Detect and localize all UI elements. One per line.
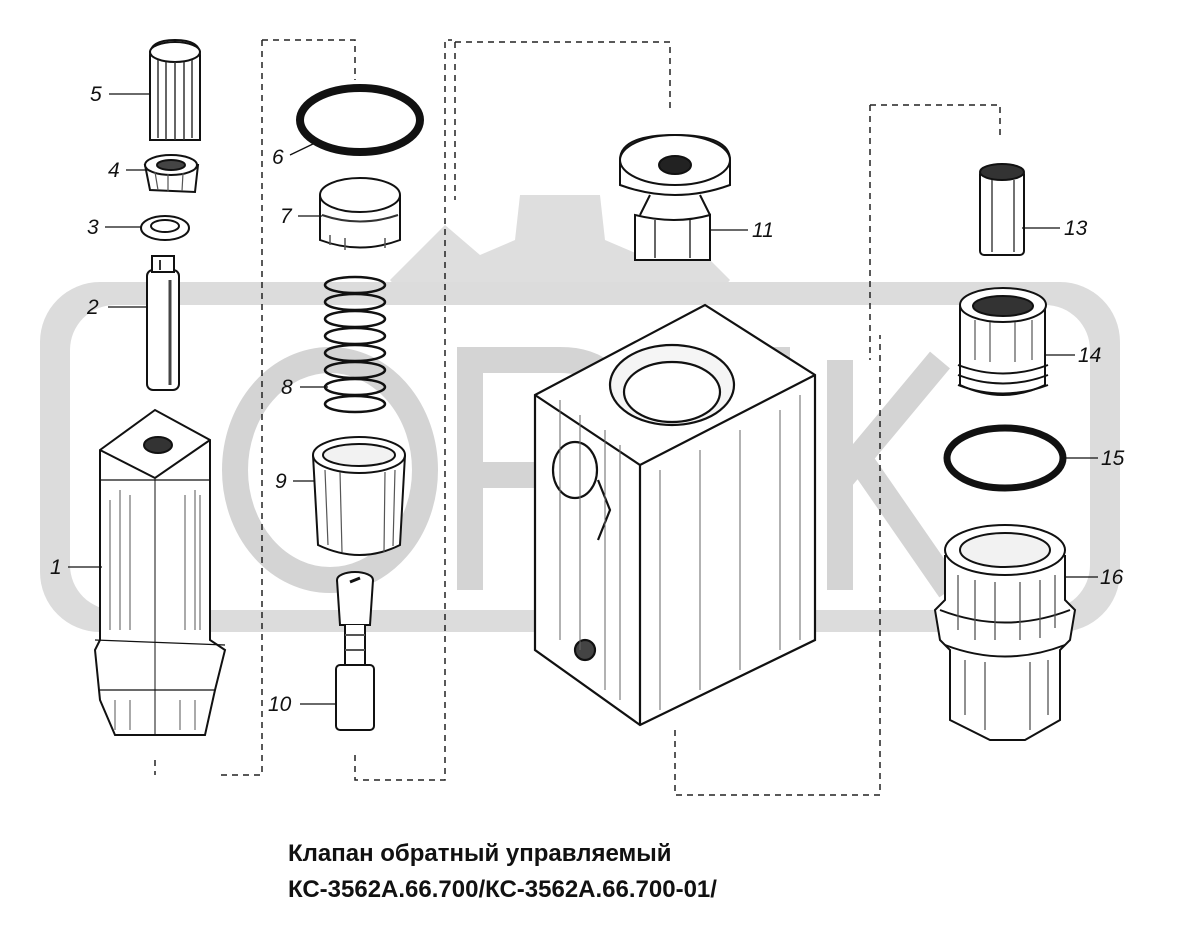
callout-2: 2	[87, 296, 99, 319]
callout-5: 5	[90, 83, 102, 106]
callout-14: 14	[1078, 344, 1102, 367]
callout-16: 16	[1100, 566, 1124, 589]
callout-3: 3	[87, 216, 99, 239]
part-13-plunger	[979, 163, 1025, 256]
part-10-pin	[335, 571, 375, 731]
diagram-title-line2: КС-3562А.66.700/КС-3562А.66.700-01/	[288, 876, 717, 903]
callout-10: 10	[268, 693, 292, 716]
part-4-nut	[143, 154, 200, 194]
leader-lines	[68, 93, 1098, 705]
part-1-housing	[93, 408, 227, 736]
callout-11: 11	[752, 219, 774, 242]
part-11-seat	[619, 133, 731, 261]
diagram-title-line1: Клапан обратный управляемый	[288, 840, 672, 867]
callout-7: 7	[280, 205, 292, 228]
callout-9: 9	[275, 470, 287, 493]
callout-4: 4	[108, 159, 120, 182]
part-7-piston	[319, 177, 401, 250]
callout-8: 8	[281, 376, 293, 399]
callout-1: 1	[50, 556, 62, 579]
part-6-o-ring	[296, 84, 424, 156]
callout-15: 15	[1101, 447, 1125, 470]
part-8-spring	[323, 275, 387, 414]
part-9-sleeve	[312, 436, 406, 556]
part-12-block	[533, 303, 817, 727]
callout-13: 13	[1064, 217, 1088, 240]
assembly-lines	[154, 39, 1001, 796]
part-14-bushing	[957, 287, 1049, 396]
part-3-washer	[140, 215, 190, 241]
part-5-cap	[149, 38, 201, 141]
callout-6: 6	[272, 146, 284, 169]
part-16-plug	[933, 524, 1077, 741]
part-2-stem	[146, 255, 180, 391]
